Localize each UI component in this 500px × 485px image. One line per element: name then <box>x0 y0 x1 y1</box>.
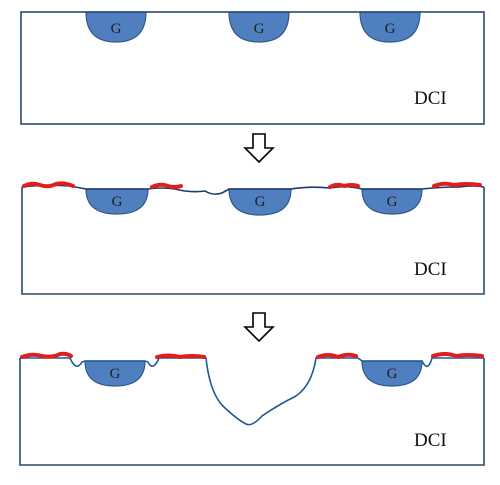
stage-1-panel: G G G DCI <box>20 11 485 125</box>
stage-3-surface-line <box>20 357 484 426</box>
stage-1-grain-2 <box>228 11 290 43</box>
stage-2-grain-1-label: G <box>112 194 123 210</box>
stage-3-matrix-outline <box>19 358 485 466</box>
stage-2-grain-3 <box>361 188 423 215</box>
stage-3-grain-2 <box>361 360 423 387</box>
stage-3-deposit-2 <box>155 353 206 360</box>
stage-3-grain-1-label: G <box>110 366 121 382</box>
stage-2-matrix-outline <box>21 187 485 295</box>
stage-3-deposit-1 <box>20 351 73 359</box>
stage-3-grain-2-label: G <box>387 366 398 382</box>
stage-2-grain-2 <box>228 188 292 216</box>
stage-3-panel: G G DCI <box>19 351 485 466</box>
stage-1-grain-1-label: G <box>111 21 122 37</box>
down-arrow-1 <box>243 133 275 164</box>
stage-3-dci-label: DCI <box>414 430 447 451</box>
stage-1-grain-2-label: G <box>254 21 265 37</box>
stage-1-grain-3 <box>359 11 421 43</box>
stage-3-deposit-3 <box>316 352 358 360</box>
stage-1-dci-label: DCI <box>414 88 447 109</box>
stage-2-deposit-4 <box>432 181 482 188</box>
stage-2-deposit-3 <box>328 182 360 189</box>
stage-3-grain-1 <box>84 360 146 387</box>
stage-2-panel: G G G DCI <box>21 181 485 295</box>
stage-2-grain-1 <box>85 188 149 215</box>
stage-2-grain-2-label: G <box>255 194 266 210</box>
stage-2-deposit-2 <box>150 182 183 189</box>
stage-1-grain-1 <box>85 11 147 43</box>
down-arrow-2 <box>243 312 275 343</box>
stage-1-matrix-outline <box>20 11 485 125</box>
stage-2-dci-label: DCI <box>414 259 447 280</box>
stage-1-grain-3-label: G <box>385 21 396 37</box>
stage-2-deposit-1 <box>22 181 75 189</box>
stage-3-deposit-4 <box>431 352 484 359</box>
stage-2-grain-3-label: G <box>387 194 398 210</box>
